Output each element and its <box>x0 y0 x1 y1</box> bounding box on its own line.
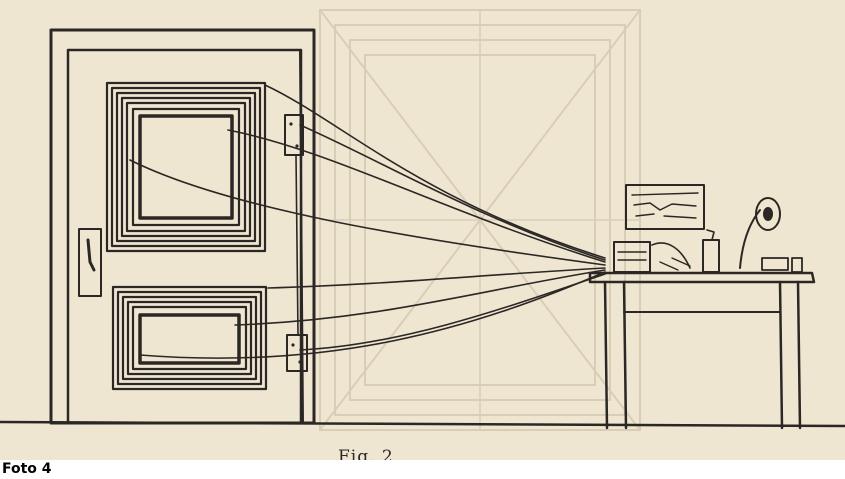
wall-picture <box>625 184 705 230</box>
table <box>588 271 816 430</box>
upper-door-panel <box>105 81 267 253</box>
table-apparatus <box>613 197 803 273</box>
lower-hinge <box>286 334 308 372</box>
door-wiring-drawing <box>0 9 845 431</box>
wires <box>129 84 606 359</box>
figure-caption: Fig. 2 <box>338 447 394 460</box>
scanned-illustration: Fig. 2 <box>0 0 845 460</box>
lower-door-panel <box>111 285 268 391</box>
door-lock-plate <box>78 228 102 297</box>
photo-caption: Foto 4 <box>2 461 52 477</box>
upper-hinge <box>284 114 304 156</box>
bleed-through-pattern <box>319 9 641 431</box>
